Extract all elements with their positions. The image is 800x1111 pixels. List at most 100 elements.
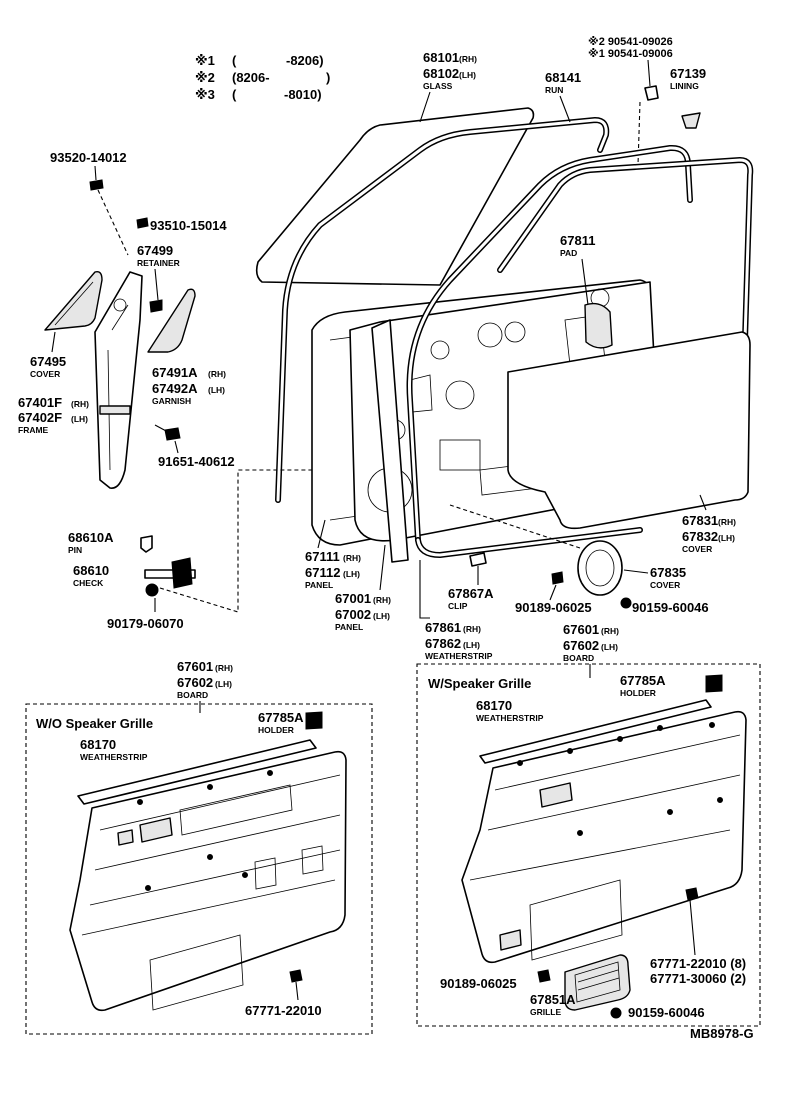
- svg-text:67831: 67831: [682, 513, 718, 528]
- svg-text:67602: 67602: [563, 638, 599, 653]
- glass-label: 68101 (RH) 68102 (LH) GLASS: [419, 50, 477, 123]
- svg-text:67601: 67601: [563, 622, 599, 637]
- svg-text:COVER: COVER: [682, 544, 712, 554]
- svg-text:67495: 67495: [30, 354, 66, 369]
- garnish: 67491A (RH) 67492A (LH) GARNISH: [147, 288, 226, 406]
- svg-text:BOARD: BOARD: [563, 653, 594, 663]
- service-cover: [507, 331, 751, 530]
- svg-text:(LH): (LH): [718, 533, 735, 543]
- clip-part: [644, 85, 659, 101]
- weatherstrip-label: 67861 (RH) 67862 (LH) WEATHERSTRIP: [419, 560, 493, 661]
- svg-text:(LH): (LH): [71, 414, 88, 424]
- svg-text:RUN: RUN: [545, 85, 563, 95]
- svg-text:(LH): (LH): [343, 569, 360, 579]
- svg-text:67602: 67602: [177, 675, 213, 690]
- svg-text:67771-30060 (2): 67771-30060 (2): [650, 971, 746, 986]
- door-weatherstrip: [406, 144, 754, 558]
- svg-text:HOLDER: HOLDER: [258, 725, 294, 735]
- svg-text:PAD: PAD: [560, 248, 577, 258]
- svg-text:68141: 68141: [545, 70, 581, 85]
- svg-text:68102: 68102: [423, 66, 459, 81]
- box-with-grille: W/Speaker Grille 67785A HOLDER 68170 WEA…: [416, 663, 761, 1027]
- svg-text:68101: 68101: [423, 50, 459, 65]
- svg-text:67851A: 67851A: [530, 992, 576, 1007]
- svg-text:90159-60046: 90159-60046: [632, 600, 709, 615]
- svg-text:PANEL: PANEL: [335, 622, 363, 632]
- note-range: ): [326, 70, 330, 85]
- svg-text:67139: 67139: [670, 66, 706, 81]
- pin: 68610A PIN: [68, 530, 153, 555]
- svg-text:67771-22010: 67771-22010: [245, 1003, 322, 1018]
- svg-text:67601: 67601: [177, 659, 213, 674]
- svg-text:(RH): (RH): [343, 553, 361, 563]
- svg-text:(RH): (RH): [601, 626, 619, 636]
- svg-text:67499: 67499: [137, 243, 173, 258]
- clip-67867a: 67867A CLIP: [448, 552, 494, 611]
- speaker-cover: 67835 COVER: [449, 504, 686, 596]
- svg-text:93520-14012: 93520-14012: [50, 150, 127, 165]
- svg-text:(RH): (RH): [459, 54, 477, 64]
- cover-67495: 67495 COVER: [30, 270, 103, 379]
- svg-text:67001: 67001: [335, 591, 371, 606]
- door-frame-inner: [371, 319, 409, 563]
- w-grille-title: W/Speaker Grille: [428, 676, 531, 691]
- svg-text:67111: 67111: [305, 549, 340, 564]
- svg-text:HOLDER: HOLDER: [620, 688, 656, 698]
- svg-text:CHECK: CHECK: [73, 578, 104, 588]
- frame-67401f: 67401F (RH) 67402F (LH) FRAME: [18, 271, 143, 489]
- svg-text:68610: 68610: [73, 563, 109, 578]
- note-mark: ※3: [195, 87, 215, 102]
- clip-labels: ※2 90541-09026 ※1 90541-09006: [588, 36, 673, 166]
- nut-a: 90189-06025: [515, 571, 592, 615]
- svg-text:90179-06070: 90179-06070: [107, 616, 184, 631]
- svg-text:67867A: 67867A: [448, 586, 494, 601]
- board-label-right: 67601 (RH) 67602 (LH) BOARD: [563, 622, 619, 678]
- svg-text:PIN: PIN: [68, 545, 82, 555]
- board-label-left: 67601 (RH) 67602 (LH) BOARD: [177, 659, 233, 713]
- svg-text:67832: 67832: [682, 529, 718, 544]
- svg-text:BOARD: BOARD: [177, 690, 208, 700]
- bolt-91651: 91651-40612: [154, 424, 235, 469]
- svg-text:(LH): (LH): [373, 611, 390, 621]
- svg-text:CLIP: CLIP: [448, 601, 468, 611]
- svg-text:COVER: COVER: [650, 580, 680, 590]
- svg-text:67492A: 67492A: [152, 381, 198, 396]
- wo-grille-title: W/O Speaker Grille: [36, 716, 153, 731]
- svg-text:93510-15014: 93510-15014: [150, 218, 227, 233]
- note-range: -8010): [284, 87, 322, 102]
- glass-run: [275, 117, 610, 503]
- svg-text:(RH): (RH): [71, 399, 89, 409]
- note-mark: ※2: [195, 70, 215, 85]
- svg-text:91651-40612: 91651-40612: [158, 454, 235, 469]
- svg-text:※1 90541-09006: ※1 90541-09006: [588, 48, 673, 60]
- svg-text:67771-22010 (8): 67771-22010 (8): [650, 956, 746, 971]
- note-range: -8206): [286, 53, 324, 68]
- svg-text:(LH): (LH): [215, 679, 232, 689]
- figure-id: MB8978-G: [690, 1026, 754, 1041]
- svg-text:(RH): (RH): [373, 595, 391, 605]
- svg-text:(LH): (LH): [459, 70, 476, 80]
- svg-text:67785A: 67785A: [620, 673, 666, 688]
- svg-text:(LH): (LH): [463, 640, 480, 650]
- svg-text:WEATHERSTRIP: WEATHERSTRIP: [476, 713, 544, 723]
- svg-text:68170: 68170: [476, 698, 512, 713]
- box-without-grille: W/O Speaker Grille 67785A HOLDER 68170 W…: [25, 703, 373, 1035]
- door-glass: [255, 107, 535, 286]
- svg-text:67862: 67862: [425, 636, 461, 651]
- svg-text:67112: 67112: [305, 565, 340, 580]
- svg-text:90189-06025: 90189-06025: [515, 600, 592, 615]
- run-label: 68141 RUN: [545, 70, 581, 123]
- check-bolt: 90179-06070: [107, 469, 312, 631]
- svg-text:(RH): (RH): [463, 624, 481, 634]
- svg-text:(RH): (RH): [215, 663, 233, 673]
- note-open: (: [232, 53, 237, 68]
- pad: 67811 PAD: [560, 233, 613, 349]
- svg-text:67002: 67002: [335, 607, 371, 622]
- svg-text:RETAINER: RETAINER: [137, 258, 180, 268]
- panel-label: 67001 (RH) 67002 (LH) PANEL: [335, 544, 391, 632]
- svg-text:LINING: LINING: [670, 81, 699, 91]
- svg-text:GRILLE: GRILLE: [530, 1007, 561, 1017]
- note-open: (: [232, 87, 237, 102]
- svg-text:GLASS: GLASS: [423, 81, 453, 91]
